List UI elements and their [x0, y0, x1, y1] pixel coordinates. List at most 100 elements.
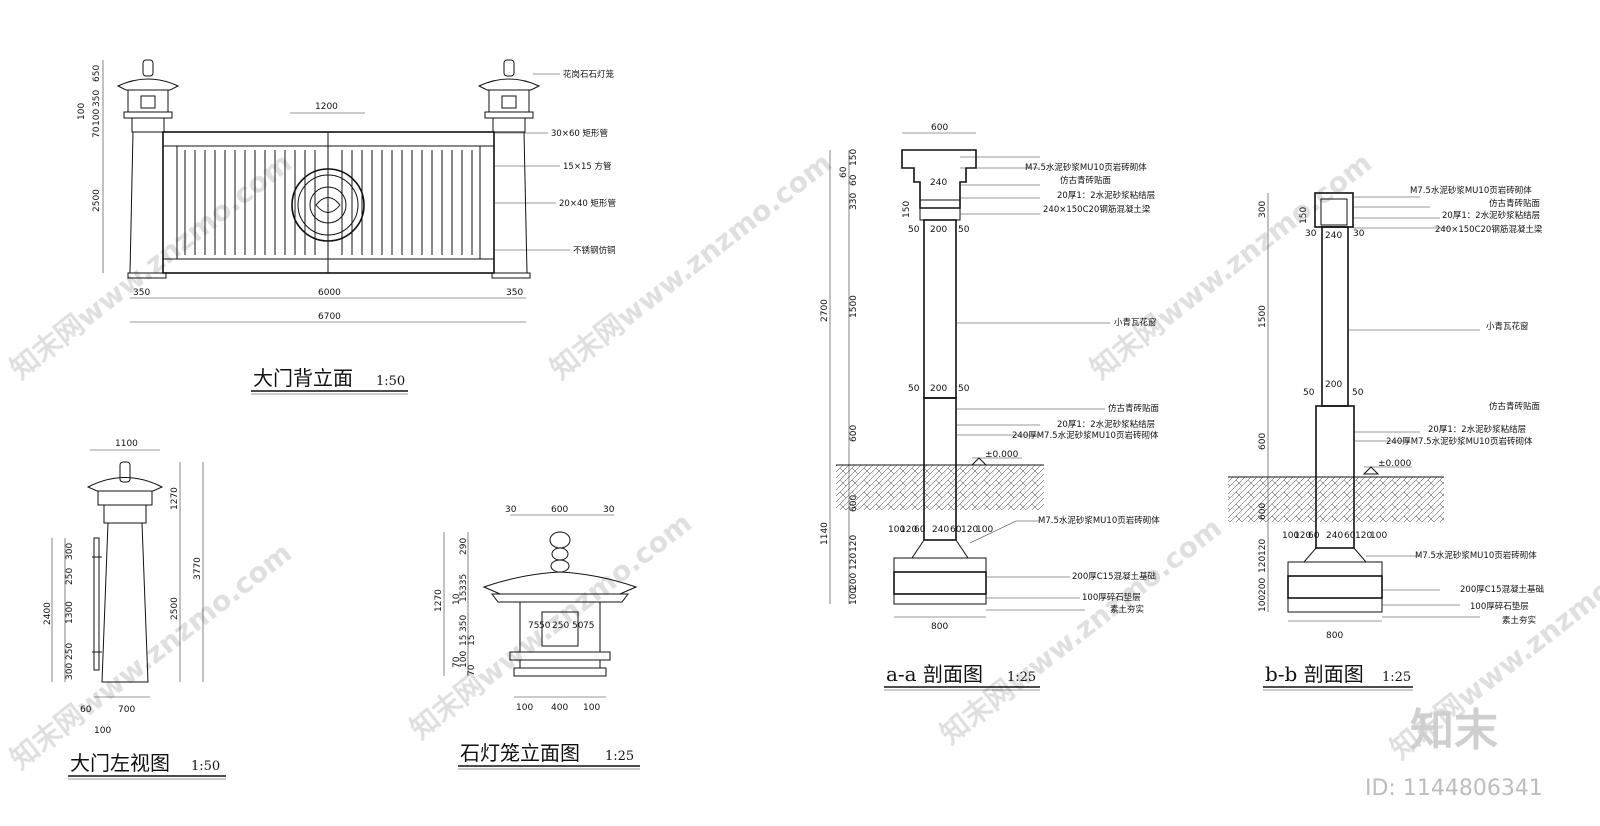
- dim-bottom: 350: [506, 288, 523, 298]
- drawing-title: a-a 剖面图: [886, 662, 983, 686]
- dim-left: 200: [1258, 578, 1268, 595]
- dim-left-total: 2700: [820, 299, 830, 322]
- drawing-title: b-b 剖面图: [1265, 662, 1364, 686]
- dim-top: 1100: [115, 439, 138, 449]
- dim-left: 100: [77, 103, 87, 120]
- dim-left: 600: [1258, 503, 1268, 520]
- dim-footing: 100: [1282, 531, 1299, 541]
- dim-left-total: 1270: [434, 589, 444, 612]
- dim-mid: 250: [552, 621, 569, 631]
- callout-label: 20×40 矩形管: [559, 198, 616, 209]
- dim-base: 800: [1326, 631, 1343, 641]
- drawing-title: 石灯笼立面图: [460, 741, 580, 765]
- callout-label: M7.5水泥砂浆MU10页岩砖砌体: [1025, 162, 1147, 173]
- dim-mid: 50: [572, 621, 584, 631]
- gate-bars: [184, 150, 473, 255]
- dim-cap: 30: [1305, 229, 1317, 239]
- dim-left: 10: [452, 593, 462, 605]
- dim-left: 120: [1258, 556, 1268, 573]
- dim-left-total: 2400: [43, 602, 53, 625]
- dim-cap: 150: [1299, 207, 1309, 224]
- dim-mid: 50: [958, 384, 970, 394]
- callout-label: 15×15 方管: [563, 161, 611, 172]
- dim-left: 290: [459, 538, 469, 555]
- gate-rear-elevation: 1200 350 6000 350 6700 650 350 100 100 7…: [77, 59, 616, 395]
- dim-footing: 120: [900, 525, 917, 535]
- dim-left: 335: [459, 574, 469, 591]
- dim-bottom: 100: [516, 703, 533, 713]
- section-aa: 600 240 150 50 200 50 50 200 50 150 60 6…: [820, 123, 1160, 691]
- dim-total: 6700: [318, 312, 341, 322]
- dim-top: 1200: [315, 102, 338, 112]
- dim-bottom: 6000: [318, 288, 341, 298]
- dim-cap: 240: [1325, 231, 1342, 241]
- drawing-title: 大门背立面: [253, 366, 353, 390]
- callout-label: M7.5水泥砂浆MU10页岩砖砌体: [1410, 185, 1532, 196]
- dim-left: 250: [65, 643, 75, 660]
- dim-footing: 240: [1326, 531, 1343, 541]
- callout-label: 200厚C15混凝土基础: [1460, 584, 1544, 595]
- dim-footing: 100: [888, 525, 905, 535]
- drawing-scale: 1:25: [1007, 670, 1036, 685]
- dim-mid: 200: [930, 384, 947, 394]
- dim-footing: 120: [1294, 531, 1311, 541]
- dim-bottom: 100: [94, 726, 111, 736]
- dim-left: 1500: [1258, 305, 1268, 328]
- dim-footing: 100: [1370, 531, 1387, 541]
- callout-label: 仿古青砖贴面: [1489, 401, 1541, 412]
- callout-label: 20厚1：2水泥砂浆粘结层: [1057, 419, 1155, 430]
- drawing-scale: 1:50: [376, 374, 405, 389]
- dim-cap: 30: [1353, 229, 1365, 239]
- dim-footing: 60: [950, 525, 962, 535]
- dim-left: 70: [467, 664, 477, 676]
- dim-left: 15: [467, 635, 477, 646]
- callout-label: 不锈钢仿铜: [573, 245, 616, 256]
- dim-bottom: 400: [551, 703, 568, 713]
- drawing-scale: 1:50: [191, 759, 220, 774]
- dim-footing: 60: [1344, 531, 1356, 541]
- dim-left: 300: [1258, 201, 1268, 218]
- dim-left: 600: [1258, 433, 1268, 450]
- dim-mid: 50: [908, 384, 920, 394]
- dim-cap: 150: [902, 201, 912, 218]
- callout-label: 240×150C20钢筋混凝土梁: [1435, 224, 1543, 235]
- dim-footing: 60: [914, 525, 926, 535]
- dim-left: 120: [1258, 539, 1268, 556]
- dim-top: 30: [603, 505, 615, 515]
- dim-right-total: 3770: [193, 557, 203, 580]
- gate-left-view: 1100 60 700 100 300 250 1300 250 300 240…: [43, 439, 226, 780]
- level-mark: ±0.000: [985, 450, 1019, 460]
- dim-left: 100: [92, 109, 102, 126]
- dim-left: 1300: [65, 601, 75, 624]
- dim-top: 30: [505, 505, 517, 515]
- dim-bottom: 700: [118, 705, 135, 715]
- callout-label: M7.5水泥砂浆MU10页岩砖砌体: [1415, 550, 1537, 561]
- callout-label: 100厚碎石垫层: [1470, 601, 1529, 612]
- dim-right: 2500: [170, 597, 180, 620]
- dim-footing: 240: [932, 525, 949, 535]
- dim-left: 600: [849, 495, 859, 512]
- dim-mid: 200: [1325, 380, 1342, 390]
- watermark-text: 知末网www.znzmo.com: [4, 536, 298, 776]
- dim-footing: 100: [976, 525, 993, 535]
- callout-label: 240×150C20钢筋混凝土梁: [1043, 204, 1151, 215]
- watermark-text: 知末网www.znzmo.com: [934, 511, 1228, 751]
- dim-left: 330: [849, 193, 859, 210]
- dim-left: 1500: [849, 295, 859, 318]
- stone-lantern-elevation: 30 600 30 290 335 15 10 350 15 15 70 100…: [434, 505, 640, 770]
- dim-footing: 60: [1308, 531, 1320, 541]
- dim-left: 200: [849, 573, 859, 590]
- dim-left: 300: [65, 543, 75, 560]
- dim-left: 60: [849, 174, 859, 186]
- callout-label: 100厚碎石垫层: [1082, 592, 1141, 603]
- callout-label: 仿古青砖贴面: [1108, 403, 1160, 414]
- section-bb: 240 150 30 30 50 200 50 300 1500 600 600…: [1228, 185, 1544, 691]
- level-mark: ±0.000: [1378, 459, 1412, 469]
- dim-left: 100: [459, 651, 469, 668]
- dim-top: 600: [931, 123, 948, 133]
- dim-left: 150: [849, 149, 859, 166]
- dim-cap: 50: [958, 225, 970, 235]
- dim-mid: 75: [528, 621, 539, 631]
